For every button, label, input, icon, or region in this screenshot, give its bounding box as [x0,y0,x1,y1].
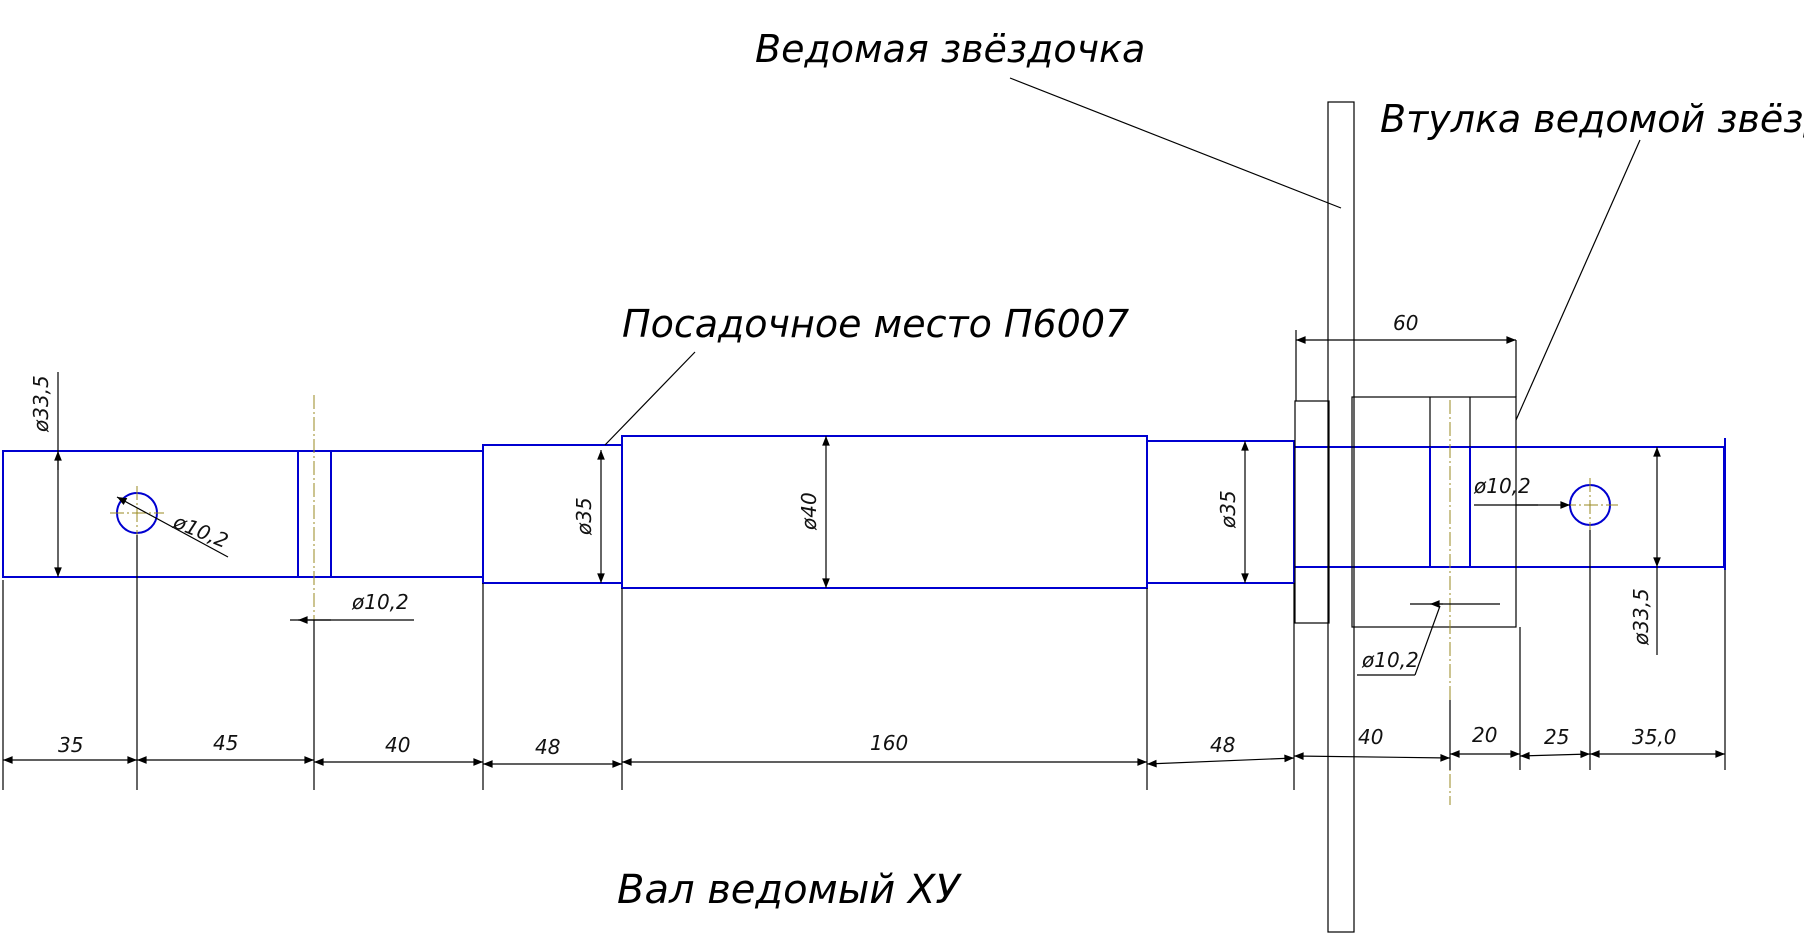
dim-groove: ø10,2 [351,590,409,614]
length-dimensions [2,330,1726,790]
dim-hole-left: ø10,2 [169,509,232,553]
dim-hub-len: 60 [1393,311,1418,335]
dim-len-40b: 40 [1358,725,1383,749]
shaft-section-5 [1293,446,1725,568]
shaft-section-1 [2,450,484,578]
bushing-body [1351,396,1517,628]
drawing-title: Вал ведомый ХУ [617,867,962,913]
dim-len-48b: 48 [1210,733,1235,757]
dim-hub-hole: ø10,2 [1361,648,1419,672]
dim-len-40a: 40 [385,733,410,757]
dim-len-20: 20 [1472,723,1497,747]
sprocket-hub [1294,400,1330,624]
dim-len-35: 35 [58,733,83,757]
bearing-seat-label: Посадочное место П6007 [622,302,1129,346]
dim-len-35-0: 35,0 [1632,725,1677,749]
center-lines [110,395,1618,805]
diameter-dimensions [54,372,1661,676]
dim-d3: ø40 [797,492,821,531]
dim-len-25: 25 [1544,725,1569,749]
sprocket-plate [1327,101,1355,933]
dim-d2: ø35 [572,497,596,536]
bushing-label: Втулка ведомой звёзд. [1380,97,1804,141]
dim-len-48a: 48 [535,735,560,759]
dim-d1-left: ø33,5 [29,375,53,433]
dim-len-45: 45 [213,731,238,755]
sprocket-and-bushing [1294,101,1517,933]
sprocket-label: Ведомая звёздочка [755,27,1145,71]
shaft-section-3 [621,435,1148,589]
dim-d1-right: ø33,5 [1629,588,1653,646]
dim-hole-right: ø10,2 [1473,474,1531,498]
shaft-outline [2,435,1726,589]
dim-len-160: 160 [870,731,908,755]
leader-lines [604,77,1641,446]
dim-d4: ø35 [1216,490,1240,529]
